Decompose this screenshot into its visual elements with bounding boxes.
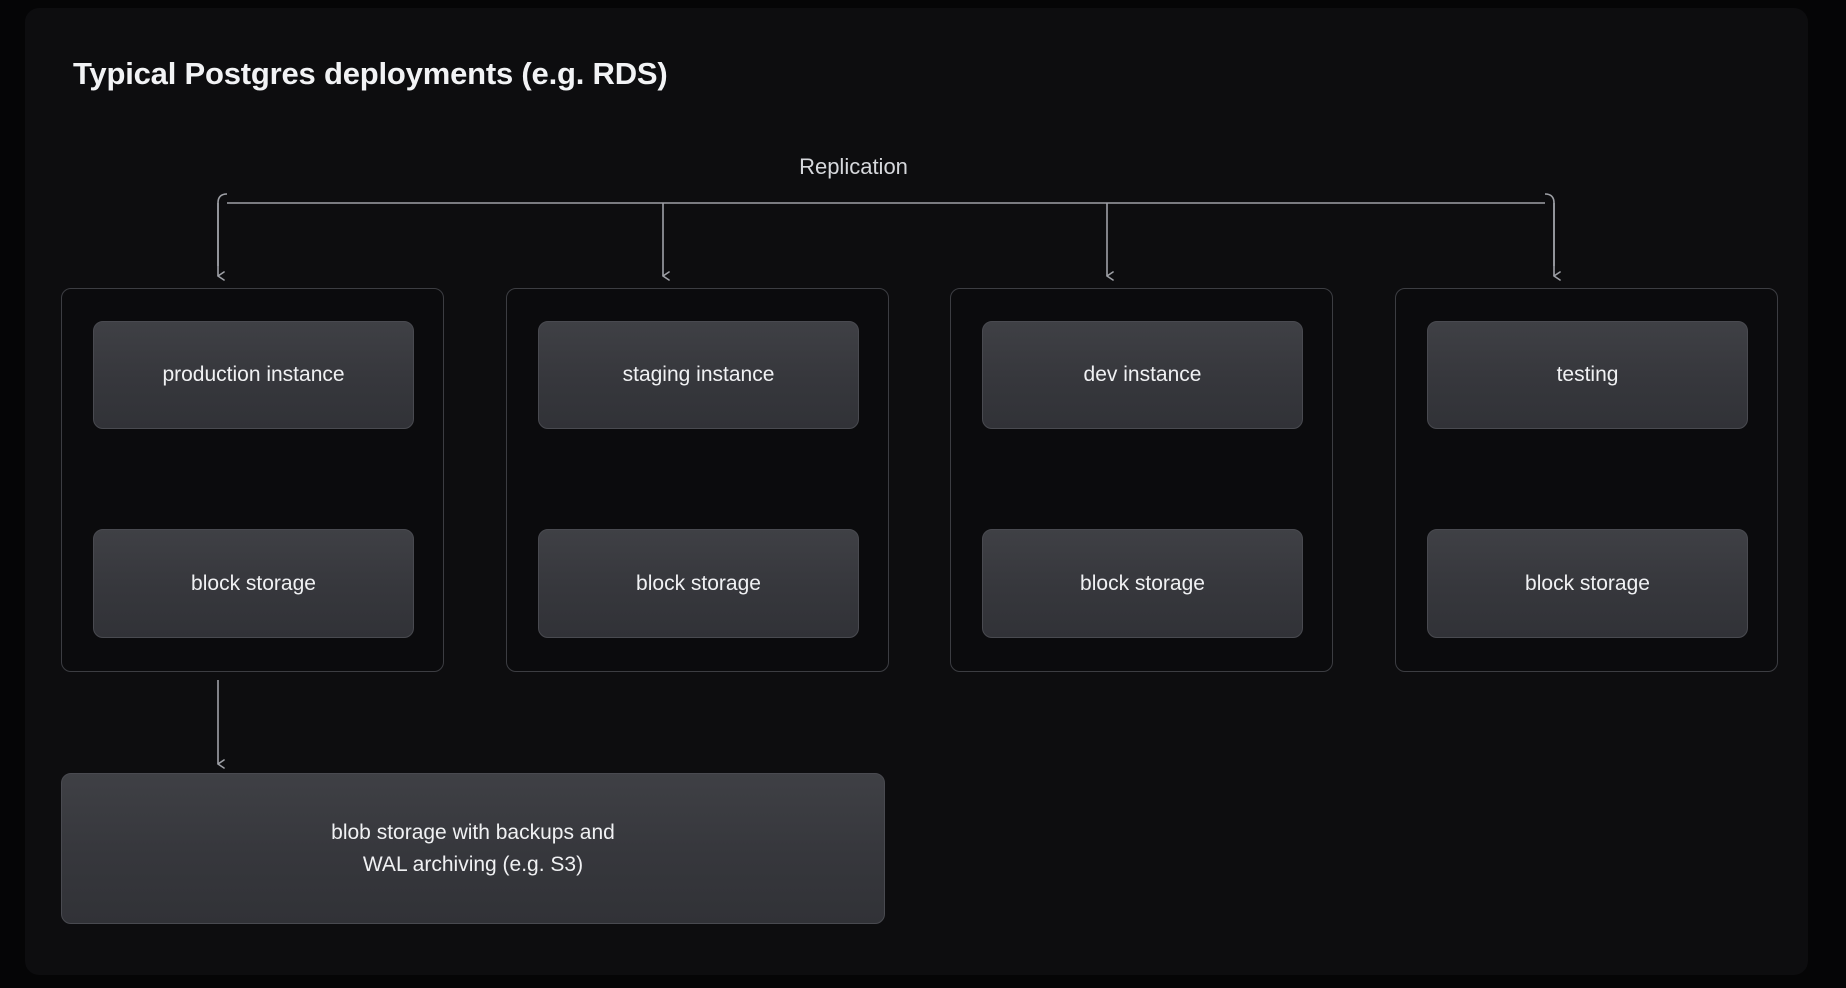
slide-panel: Typical Postgres deployments (e.g. RDS) … xyxy=(25,8,1808,975)
blob-storage-card[interactable]: blob storage with backups and WAL archiv… xyxy=(61,773,885,924)
staging-block-storage-card[interactable]: block storage xyxy=(538,529,859,638)
production-instance-label: production instance xyxy=(162,363,345,387)
dev-instance-label: dev instance xyxy=(1083,363,1202,387)
blob-storage-line-2: WAL archiving (e.g. S3) xyxy=(362,852,584,876)
dev-block-storage-label: block storage xyxy=(1080,571,1205,595)
production-block-storage-label: block storage xyxy=(191,571,316,595)
production-block-storage-card[interactable]: block storage xyxy=(93,529,414,638)
testing-block-storage-label: block storage xyxy=(1525,571,1650,595)
dev-instance-card[interactable]: dev instance xyxy=(982,321,1303,429)
replication-bus-right-corner xyxy=(1544,193,1555,266)
staging-instance-label: staging instance xyxy=(622,363,775,387)
testing-block-storage-card[interactable]: block storage xyxy=(1427,529,1748,638)
testing-instance-label: testing xyxy=(1556,363,1619,387)
production-instance-card[interactable]: production instance xyxy=(93,321,414,429)
replication-label: Replication xyxy=(25,154,1808,180)
blob-storage-line-1: blob storage with backups and xyxy=(331,821,615,844)
replication-bus-left-corner xyxy=(217,193,228,266)
staging-block-storage-label: block storage xyxy=(636,571,761,595)
blob-storage-text: blob storage with backups and WAL archiv… xyxy=(311,817,635,880)
page-title: Typical Postgres deployments (e.g. RDS) xyxy=(73,56,668,91)
environment-group-testing[interactable]: testing block storage xyxy=(1395,288,1778,672)
dev-block-storage-card[interactable]: block storage xyxy=(982,529,1303,638)
testing-instance-card[interactable]: testing xyxy=(1427,321,1748,429)
environment-group-staging[interactable]: staging instance block storage xyxy=(506,288,889,672)
environment-group-dev[interactable]: dev instance block storage xyxy=(950,288,1333,672)
staging-instance-card[interactable]: staging instance xyxy=(538,321,859,429)
replication-label-text: Replication xyxy=(799,154,908,179)
environment-group-production[interactable]: production instance block storage xyxy=(61,288,444,672)
